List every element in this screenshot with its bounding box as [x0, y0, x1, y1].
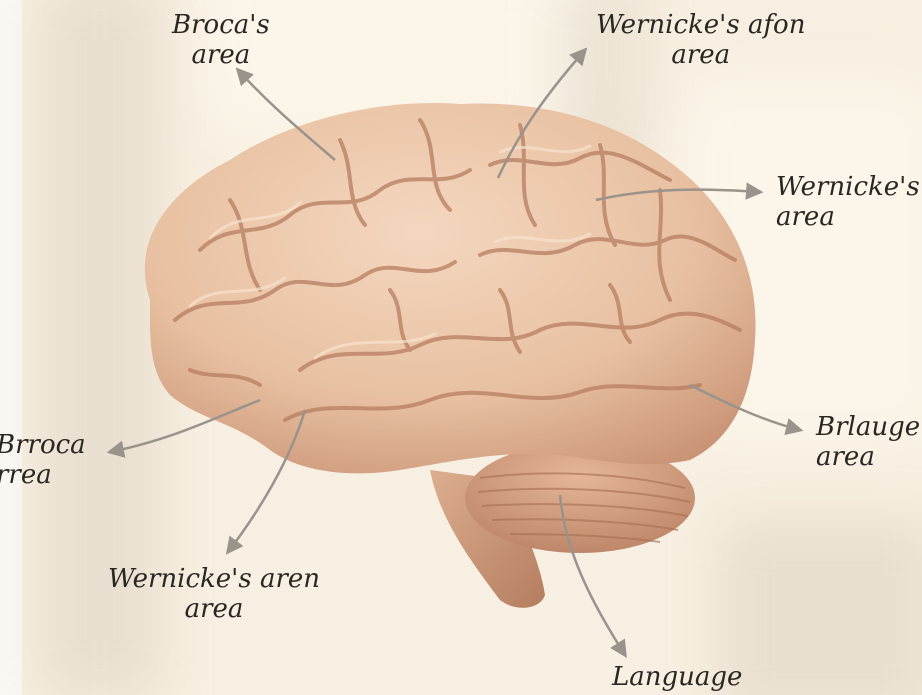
- label-line: Language: [612, 662, 742, 692]
- label-line: area: [172, 40, 270, 70]
- label-wernickes-area: Wernicke's area: [776, 172, 920, 232]
- label-line: Wernicke's aren: [108, 564, 320, 594]
- label-brlauge-area: Brlauge area: [816, 412, 920, 472]
- label-brroca-rrea: Brroca rrea: [0, 430, 86, 490]
- label-line: area: [776, 202, 920, 232]
- label-line: rrea: [0, 460, 86, 490]
- label-line: area: [108, 594, 320, 624]
- label-line: Brlauge: [816, 412, 920, 442]
- label-line: area: [816, 442, 920, 472]
- label-wernickes-afon-area: Wernicke's afon area: [596, 10, 805, 70]
- label-line: Wernicke's afon: [596, 10, 805, 40]
- label-line: Broca's: [172, 10, 270, 40]
- label-wernickes-aren-area: Wernicke's aren area: [108, 564, 320, 624]
- label-brocas-area: Broca's area: [172, 10, 270, 70]
- label-line: Brroca: [0, 430, 86, 460]
- label-line: Wernicke's: [776, 172, 920, 202]
- label-line: area: [596, 40, 805, 70]
- label-language: Language: [612, 662, 742, 692]
